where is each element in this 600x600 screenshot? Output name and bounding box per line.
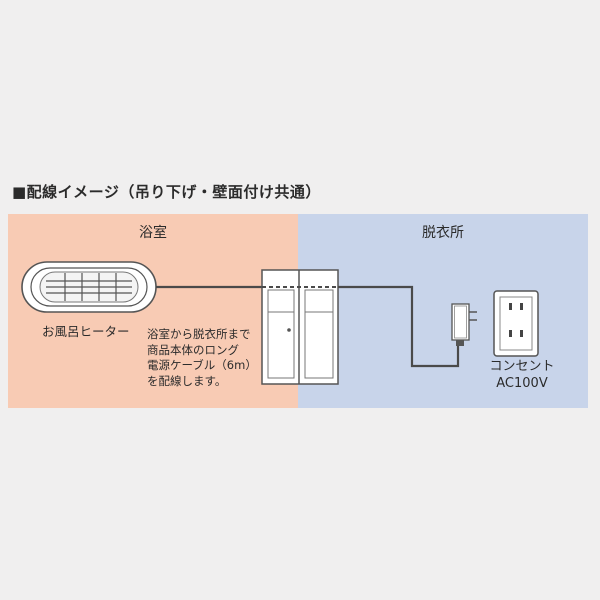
note-line: 電源ケーブル（6m） (147, 358, 257, 372)
heater-icon (21, 261, 157, 313)
cable-line (338, 285, 460, 368)
outlet-voltage: AC100V (496, 376, 548, 391)
dressing-room-zone (298, 214, 588, 408)
outlet-icon (493, 290, 539, 357)
page-title: ■配線イメージ（吊り下げ・壁面付け共通） (12, 183, 321, 201)
cable-note: 浴室から脱衣所まで 商品本体のロング 電源ケーブル（6m） を配線します。 (147, 327, 257, 389)
note-line: を配線します。 (147, 373, 227, 388)
outlet-label: コンセント AC100V (470, 358, 574, 392)
heater-label: お風呂ヒーター (42, 324, 130, 339)
outlet-name: コンセント (489, 359, 555, 374)
note-line: 商品本体のロング (147, 342, 239, 357)
plug-icon (451, 303, 477, 346)
dressing-room-label: 脱衣所 (422, 225, 464, 241)
bathroom-label: 浴室 (139, 225, 167, 241)
note-line: 浴室から脱衣所まで (147, 327, 251, 341)
door-icon (261, 269, 339, 385)
